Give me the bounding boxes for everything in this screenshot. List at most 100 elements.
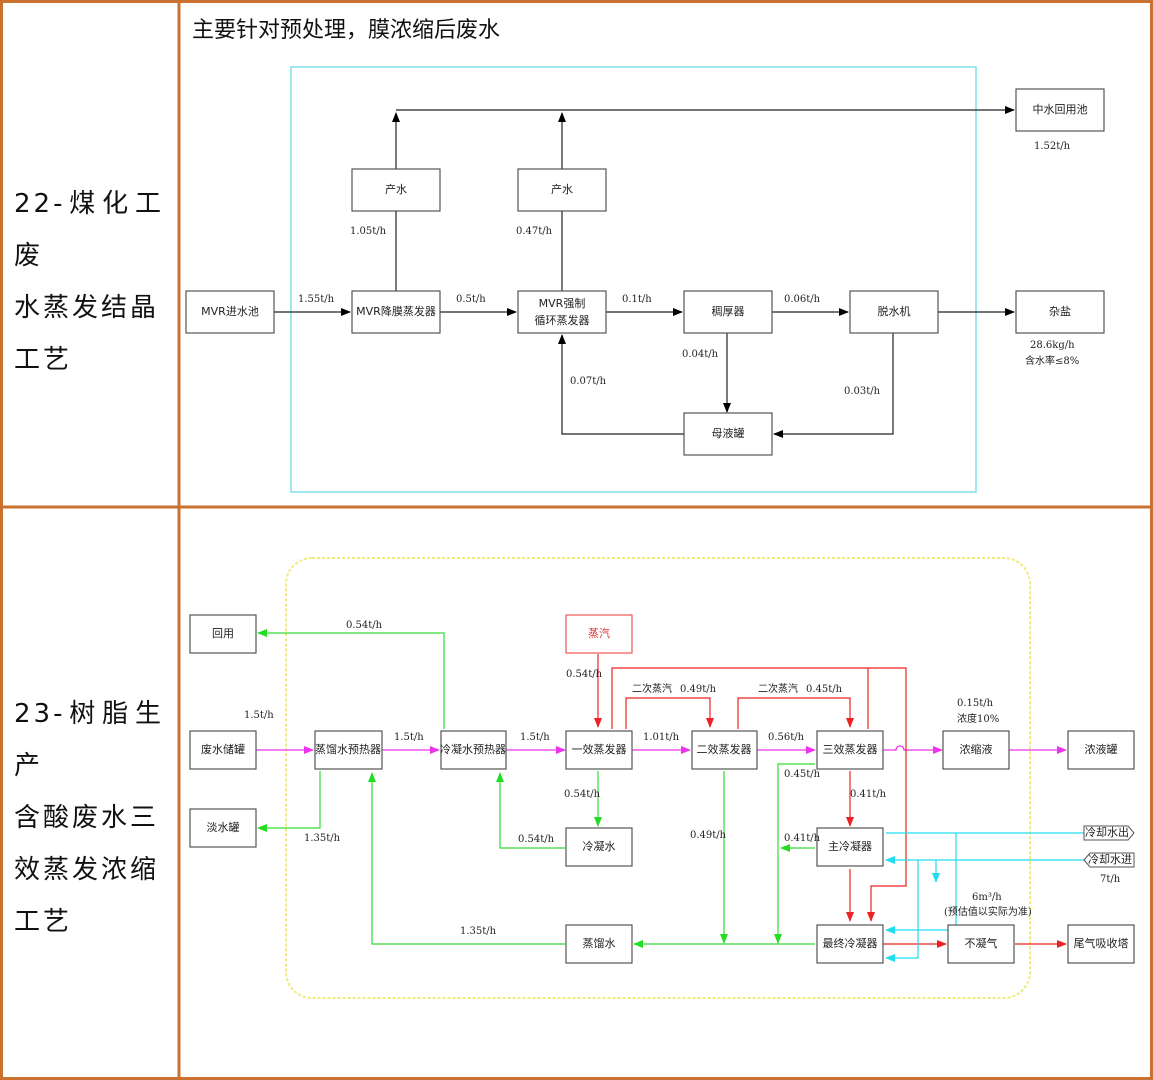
tail-gas-absorber-box [1067,924,1135,964]
falling-film-evaporator-label: MVR降膜蒸发器 [356,304,436,318]
flow-label: 0.49t/h [680,684,717,695]
flow-label: 0.45t/h [784,769,821,780]
thickener-label: 稠厚器 [712,304,745,318]
third-effect-evaporator-label: 三效蒸发器 [823,742,878,756]
flow-label: 二次蒸汽 [632,682,672,695]
flow-label: 1.5t/h [520,732,550,743]
flow-label: 0.54t/h [566,669,603,680]
second-effect-evaporator-box [691,730,758,770]
non-condensable-gas-box [947,924,1015,964]
steam-label: 蒸汽 [588,626,610,640]
concentrate-label: 浓缩液 [960,742,993,756]
flow-label: 0.56t/h [768,732,805,743]
reuse-pool-box [1015,88,1105,132]
tail-gas-absorber-label: 尾气吸收塔 [1074,936,1129,950]
row-label-line: 22-煤化工废 [14,189,164,271]
cooling-water-out-label: 冷却水出 [1085,825,1129,839]
non-condensable-gas-label: 不凝气 [965,936,998,950]
process-boundary [285,557,1031,999]
distilled-water-label: 蒸馏水 [583,936,616,950]
flow-label: 0.54t/h [346,620,383,631]
flow-label: 0.41t/h [784,833,821,844]
flow-label: 0.1t/h [622,294,652,305]
main-condenser-label: 主冷凝器 [828,839,872,853]
row-label-line: 水蒸发结晶 [14,293,160,323]
inlet-pool-label: MVR进水池 [201,305,259,318]
first-effect-evaporator-box [565,730,633,770]
flow-label: 0.49t/h [690,830,727,841]
dewatering-machine-label: 脱水机 [878,304,911,318]
cooling-water-rate-label: 7t/h [1100,874,1121,885]
flow-label: 0.06t/h [784,294,821,305]
first-effect-evaporator-label: 一效蒸发器 [572,742,627,756]
cooling-water-in-label: 冷却水进 [1088,853,1132,866]
mother-liquor-tank-label: 母液罐 [712,426,745,440]
final-condenser-label: 最终冷凝器 [823,936,878,950]
row-label-line: 工艺 [14,907,73,937]
mixed-salt-box [1015,290,1105,334]
cooling-water-out-tag [1083,825,1135,841]
flow-label: 0.41t/h [850,789,887,800]
product-water-label-2: 产水 [551,182,573,196]
flow-label: 0.45t/h [806,684,843,695]
falling-film-evaporator-box [351,290,441,334]
gas-note-label: (预估值以实际为准) [944,905,1032,918]
flow-label: 0.5t/h [456,294,486,305]
flow-label: 二次蒸汽 [758,682,798,695]
row-label-23: 23-树脂生产 含酸废水三 效蒸发浓缩 工艺 [14,688,164,948]
concentrate-tank-box [1067,730,1135,770]
second-effect-evaporator-label: 二效蒸发器 [697,742,752,756]
third-effect-evaporator-box [816,730,884,770]
flow-label: 0.54t/h [518,834,555,845]
final-condenser-box [816,924,884,964]
condensate-water-label: 冷凝水 [583,839,616,853]
flow-label: 0.03t/h [844,386,881,397]
flow-label: 1.35t/h [460,926,497,937]
flow-label: 1.55t/h [298,294,335,305]
row-label-line: 效蒸发浓缩 [14,855,160,885]
row-label-line: 工艺 [14,345,73,375]
distilled-preheater-label: 蒸馏水预热器 [315,742,381,756]
condensate-water-box [565,827,633,867]
flow-label: 0.07t/h [570,376,607,387]
steam-box [565,614,633,654]
forced-circulation-evaporator-box [517,290,607,334]
thickener-box [683,290,773,334]
reuse-box [189,614,257,654]
distilled-preheater-box [314,730,383,770]
forced-circulation-label-2: 循环蒸发器 [535,313,590,327]
concentrate-tank-label: 浓液罐 [1085,742,1118,756]
flow-label: 0.15t/h [957,698,994,709]
forced-circulation-label-1: MVR强制 [539,297,586,310]
cooling-water-in-tag [1083,852,1135,868]
distilled-water-box [565,924,633,964]
d1-flow-labels: 1.55t/h 0.5t/h 0.1t/h 0.06t/h 1.05t/h 0.… [298,141,1079,397]
d2-boxes: 回用 废水储罐 淡水罐 蒸馏水预热器 冷凝水预热器 蒸汽 一效蒸发器 二效蒸发器… [189,614,1135,964]
d1-boxes: MVR进水池 MVR降膜蒸发器 MVR强制 循环蒸发器 稠厚器 脱水机 杂盐 产… [185,88,1105,456]
fresh-water-tank-box [189,808,257,848]
flow-label: 0.54t/h [564,789,601,800]
salt-rate-label: 28.6kg/h [1030,340,1075,351]
dewatering-machine-box [849,290,939,334]
condensate-preheater-box [440,730,507,770]
product-water-label-1: 产水 [385,182,407,196]
process-boundary [290,66,977,493]
mother-liquor-tank-box [683,412,773,456]
main-condenser-box [816,827,884,867]
row-label-line: 含酸废水三 [14,803,160,833]
flow-label: 1.52t/h [1034,141,1071,152]
reuse-pool-label: 中水回用池 [1033,103,1088,116]
fresh-water-tank-label: 淡水罐 [207,821,240,834]
flow-label: 1.5t/h [394,732,424,743]
concentrate-box [942,730,1010,770]
salt-moisture-label: 含水率≤8% [1025,354,1079,367]
d2-flow-labels: 0.54t/h 1.5t/h 1.5t/h 1.5t/h 1.35t/h 0.5… [244,620,1121,937]
product-water-box-1 [351,168,441,212]
diagram1-heading: 主要针对预处理，膜浓缩后废水 [192,18,501,43]
wastewater-tank-label: 废水储罐 [201,742,245,756]
row-label-22: 22-煤化工废 水蒸发结晶 工艺 [14,178,164,386]
mixed-salt-label: 杂盐 [1049,305,1071,318]
